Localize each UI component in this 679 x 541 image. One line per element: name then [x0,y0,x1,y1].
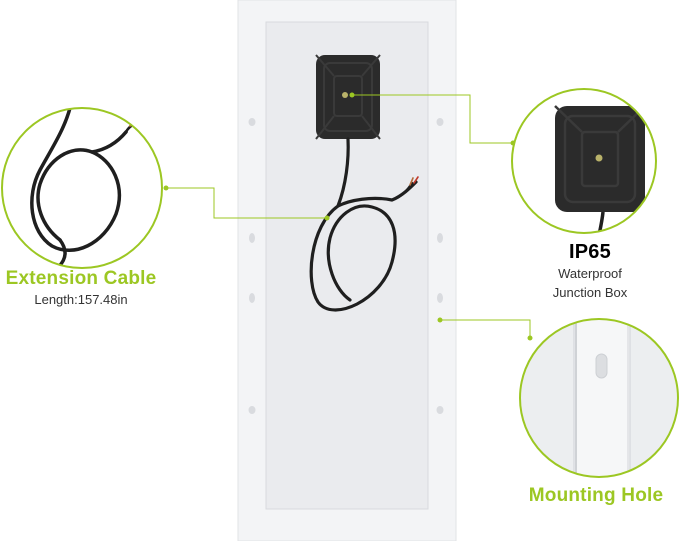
extension-cable-length: Length:157.48in [34,292,128,307]
frame-mounting-holes [248,118,444,414]
callout-lines [166,94,531,338]
junction-box-line2: Junction Box [552,285,628,300]
mounting-hole-label: Mounting Hole [520,485,672,507]
cable-callout-line [166,187,327,219]
junction-callout-line [352,94,513,144]
mounting-hole-slot [595,353,608,379]
extension-cable-title: Extension Cable [5,268,157,289]
mounting-hole-title: Mounting Hole [528,485,664,506]
panel-cable [309,137,419,312]
junction-box-line1: Waterproof [558,266,622,281]
ip-rating-title: IP65 [569,241,611,263]
cable-detail-circle [1,107,163,269]
hole-callout-line [440,319,531,338]
junction-box [315,54,381,140]
hole-detail-circle [519,318,679,478]
junction-box-label: IP65 Waterproof Junction Box [535,241,645,302]
junction-detail-circle [511,88,657,234]
extension-cable-label: Extension Cable Length:157.48in [0,268,162,309]
